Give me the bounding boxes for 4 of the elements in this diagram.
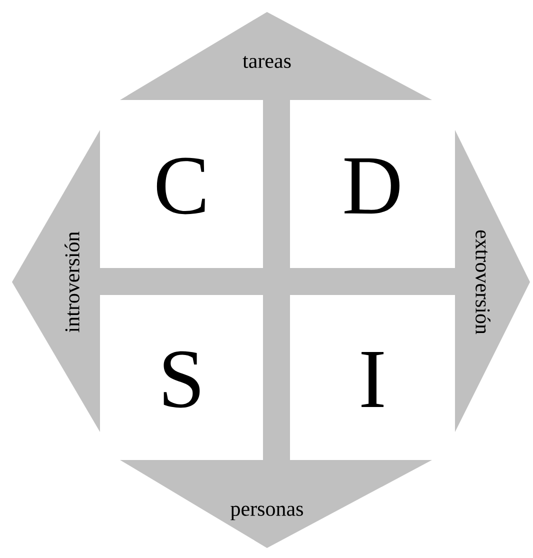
letter-square: D xyxy=(290,100,455,268)
letter-square: I xyxy=(290,295,455,460)
letter-square: C xyxy=(100,100,263,268)
letter-square: S xyxy=(100,295,263,460)
